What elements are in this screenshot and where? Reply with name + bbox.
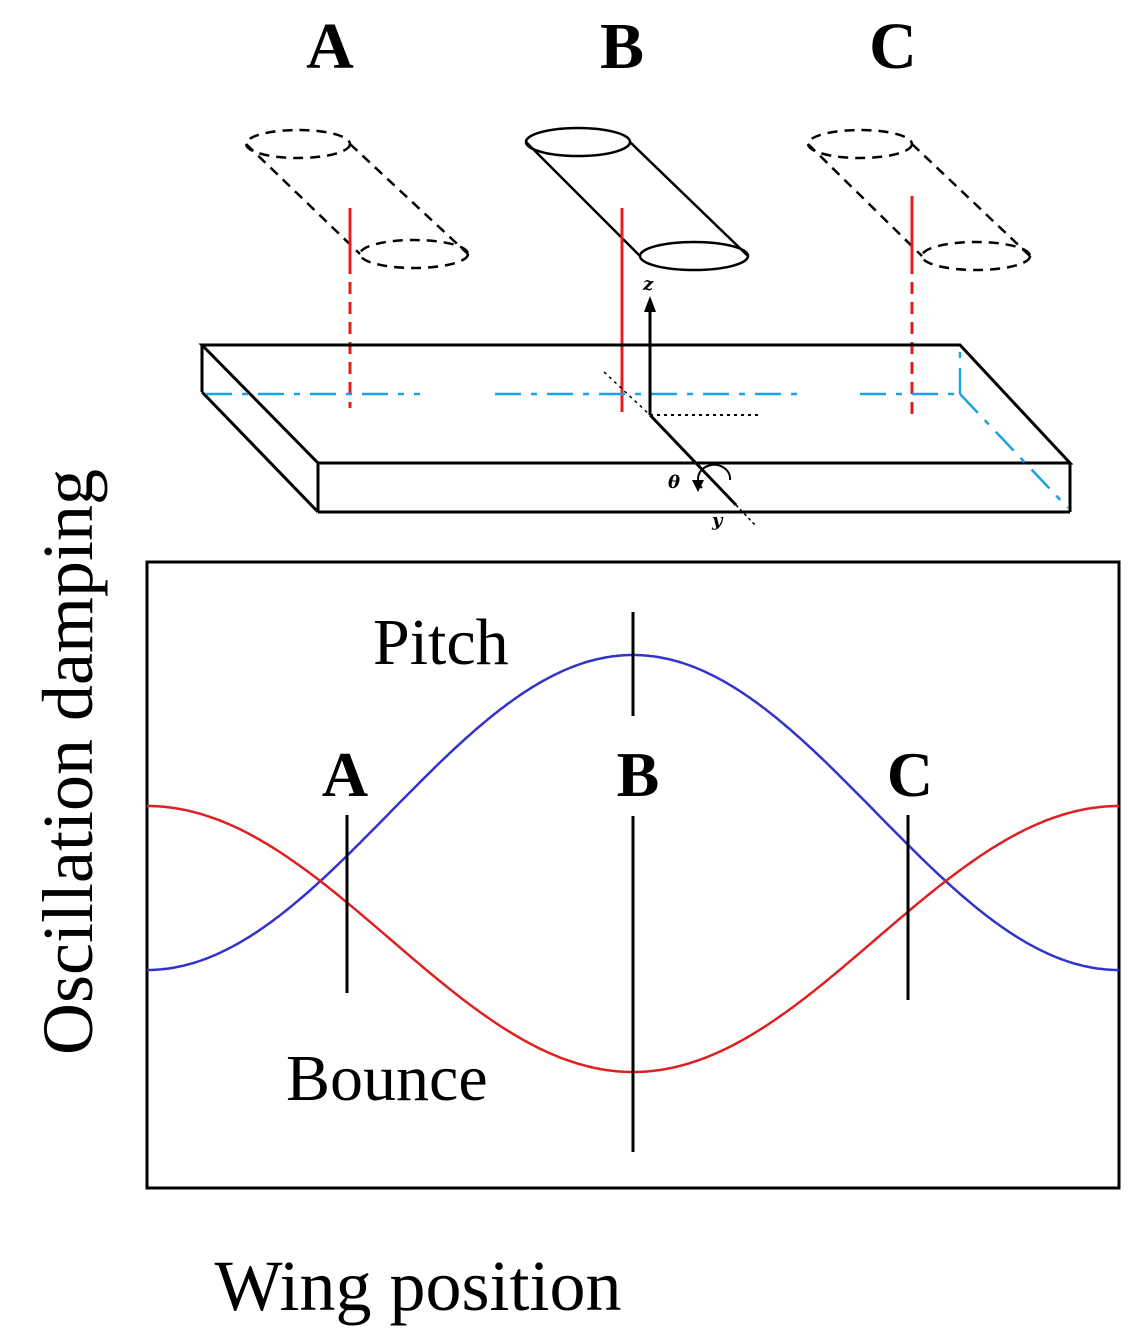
coordinate-frame (603, 296, 760, 527)
axis-theta-label: θ (668, 472, 680, 493)
plot-marker-label-c: C (887, 739, 933, 810)
z-arrow-icon (644, 296, 656, 312)
wing-a-dashed (244, 128, 470, 270)
pitch-label: Pitch (373, 606, 509, 679)
mid-plane-lines (206, 348, 1069, 509)
wing-label-a: A (306, 10, 354, 83)
axis-y-label: y (711, 510, 724, 531)
wing-b-solid (524, 126, 750, 272)
wing-c-dashed (806, 128, 1032, 272)
plot-marker-label-b: B (617, 739, 660, 810)
bounce-label: Bounce (286, 1042, 488, 1115)
theta-arrow-icon (692, 480, 704, 492)
y-axis-label: Oscillation damping (28, 469, 108, 1055)
axis-z-label: z (642, 274, 654, 295)
plot-marker-label-a: A (322, 739, 368, 810)
wing-label-b: B (600, 10, 644, 83)
plot-frame (145, 560, 1121, 1190)
x-axis-label: Wing position (214, 1246, 621, 1326)
wing-label-c: C (869, 10, 917, 83)
plate-slab (198, 343, 1074, 514)
